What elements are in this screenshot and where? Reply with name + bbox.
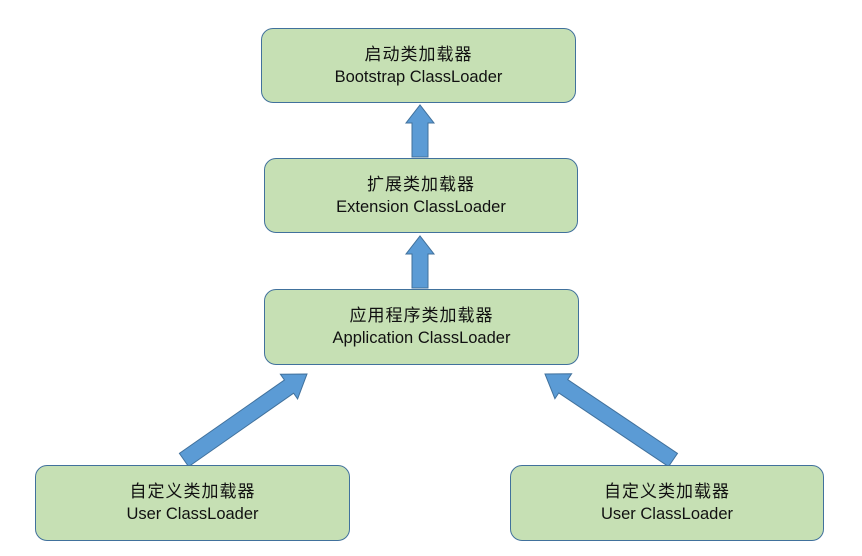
bootstrap-cn-label: 启动类加载器 [364,44,473,65]
user-classloader-left-node: 自定义类加载器 User ClassLoader [35,465,350,541]
user-left-en-label: User ClassLoader [126,505,259,523]
arrow-extension-to-bootstrap [404,104,436,158]
extension-en-label: Extension ClassLoader [336,197,506,216]
user-right-cn-label: 自定义类加载器 [604,482,730,502]
arrow-user-left-to-application [178,373,308,468]
extension-classloader-node: 扩展类加载器 Extension ClassLoader [264,158,578,233]
user-classloader-right-node: 自定义类加载器 User ClassLoader [510,465,824,541]
bootstrap-en-label: Bootstrap ClassLoader [334,67,503,86]
application-cn-label: 应用程序类加载器 [349,306,494,326]
application-en-label: Application ClassLoader [332,329,511,347]
application-classloader-node: 应用程序类加载器 Application ClassLoader [264,289,579,365]
extension-cn-label: 扩展类加载器 [367,174,475,195]
user-left-cn-label: 自定义类加载器 [129,482,256,502]
bootstrap-classloader-node: 启动类加载器 Bootstrap ClassLoader [261,28,576,103]
arrow-user-right-to-application [544,373,679,468]
arrow-application-to-extension [404,235,436,289]
user-right-en-label: User ClassLoader [600,505,734,523]
